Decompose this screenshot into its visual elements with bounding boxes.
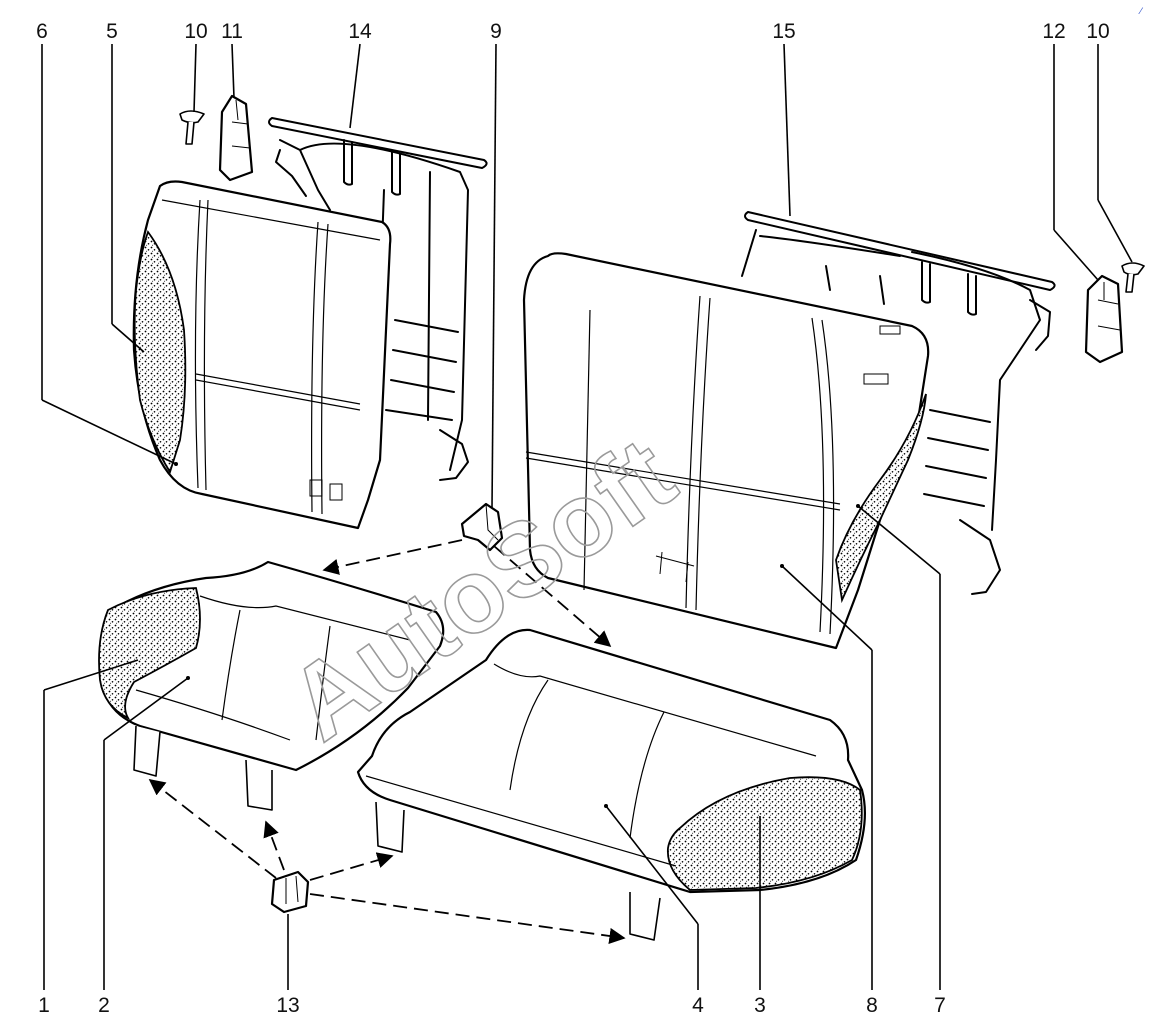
right-backrest-frame xyxy=(741,211,1056,595)
right-backrest xyxy=(522,252,930,650)
right-seat-cushion xyxy=(356,628,866,941)
callout-2: 2 xyxy=(98,994,110,1017)
callout-numbers: 6 5 10 11 14 9 15 12 10 1 2 13 4 3 8 7 xyxy=(36,20,1110,1017)
left-seat-cushion xyxy=(98,560,445,811)
callout-4: 4 xyxy=(692,994,704,1017)
callout-12: 12 xyxy=(1042,20,1065,43)
corner-mark: ⁄ xyxy=(1138,7,1144,17)
callout-10-right: 10 xyxy=(1086,20,1109,43)
left-bolt xyxy=(179,110,205,145)
callout-11: 11 xyxy=(221,20,243,43)
callout-7: 7 xyxy=(934,994,946,1017)
left-backrest xyxy=(132,180,392,530)
right-hinge xyxy=(1084,274,1124,364)
callout-13: 13 xyxy=(276,994,299,1017)
callout-1: 1 xyxy=(38,994,50,1017)
callout-5: 5 xyxy=(106,20,118,43)
callout-3: 3 xyxy=(754,994,766,1017)
left-hinge xyxy=(218,94,254,182)
callout-6: 6 xyxy=(36,20,48,43)
center-clip xyxy=(460,502,504,552)
callout-8: 8 xyxy=(866,994,878,1017)
lower-clip xyxy=(270,870,310,914)
callout-14: 14 xyxy=(348,20,372,43)
callout-9: 9 xyxy=(490,20,502,43)
right-bolt xyxy=(1121,262,1145,293)
callout-10-left: 10 xyxy=(184,20,207,43)
assembly-arrows xyxy=(148,539,626,944)
leader-lines xyxy=(41,43,1133,990)
callout-15: 15 xyxy=(772,20,795,43)
